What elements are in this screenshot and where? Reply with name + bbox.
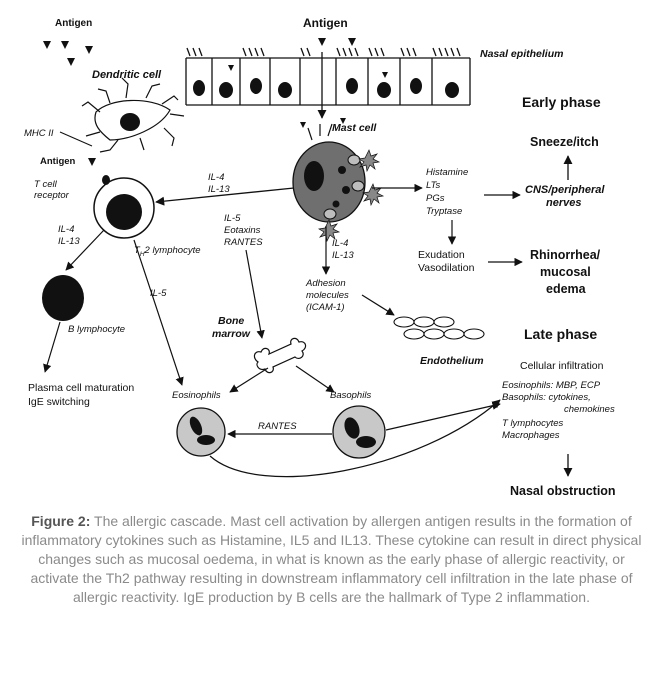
endothelium-label: Endothelium [420,355,484,367]
cns-label-2: nerves [546,197,581,209]
epithelium-nuclei [193,78,459,98]
dendritic-cell-label: Dendritic cell [92,69,162,81]
th2-to-b-arrow [65,229,105,271]
eosinophil-nucleus-2 [197,435,215,445]
adhesion-label-1: Adhesion [305,278,346,289]
antigen-label-top: Antigen [303,16,348,30]
eotaxins-label: Eotaxins [224,225,261,236]
mast-cell-label: Mast cell [332,122,377,134]
mediator-tryptase: Tryptase [426,206,462,217]
bone-marrow-label-1: Bone [218,315,244,327]
t-cell-receptor-label-1: T cell [34,179,58,190]
mediator-histamine: Histamine [426,167,468,178]
il4-top-label: IL-4 [208,172,224,183]
eosinophil-nucleus-1 [189,416,203,436]
caption-title: Figure 2: [31,513,91,529]
mast-nucleus [304,161,324,191]
late-item-basophils: Basophils: cytokines, [502,392,591,403]
mhc-ii-label: MHC II [24,128,54,139]
b-lymphocyte-label: B lymphocyte [68,324,125,335]
nasal-epithelium [185,47,471,106]
late-item-t-lymphocytes: T lymphocytes [502,418,563,429]
th2-label-rest: 2 lymphocyte [144,245,201,256]
adhesion-label-2: molecules [306,290,349,301]
rantes-mid-label: RANTES [224,237,263,248]
il5-left-label: IL-5 [150,288,167,299]
mhc-pointer [59,131,93,147]
rhinorrhea-label-1: Rhinorrhea/ [530,248,601,262]
il13-left-label: IL-13 [58,236,80,247]
rhinorrhea-label-3: edema [546,282,587,296]
basophil-nucleus-1 [344,417,360,439]
antigen-label-mid: Antigen [40,156,76,167]
antigen-triangle-mid [88,158,96,166]
vasodilation-label: Vasodilation [418,262,475,274]
bone-marrow-label-2: marrow [212,328,251,340]
il13-mid-label: IL-13 [332,250,354,261]
plasma-label-2: IgE switching [28,396,90,408]
plasma-label-1: Plasma cell maturation [28,382,134,394]
mediator-lts: LTs [426,180,441,191]
mast-cell-antigen-triangles [300,118,346,128]
th2-label: TH2 lymphocyte [134,245,201,258]
marrow-to-eosinophil-arrow [229,367,269,393]
dendritic-nucleus [120,113,140,131]
t-cell-receptor-label-2: receptor [34,190,70,201]
il5-mid-label: IL-5 [224,213,241,224]
rantes-to-marrow-arrow [245,249,265,339]
basophils-label: Basophils [330,390,371,401]
basophil-to-late-arrow [385,401,501,431]
mast-cell-receptors [307,123,333,141]
th2-to-eosinophil-arrow [133,239,184,386]
il4-left-label: IL-4 [58,224,74,235]
late-phase-heading: Late phase [524,326,597,342]
late-item-macrophages: Macrophages [502,430,560,441]
dendritic-cell [81,77,185,153]
th2-label-sub: H [140,251,145,258]
exudation-label: Exudation [418,249,465,261]
eosinophil-to-late-arrow [209,399,501,478]
mast-to-th2-arrow [155,187,295,206]
b-lymphocyte-cell [42,275,84,321]
antigen-label-left: Antigen [55,18,92,29]
cellular-infiltration-label: Cellular infiltration [520,360,604,372]
marrow-to-basophil-arrow [295,365,335,393]
degranulation-bursts [318,149,385,243]
adhesion-label-3: (ICAM-1) [306,302,345,313]
rhinorrhea-label-2: mucosal [540,265,591,279]
diagram-canvas: Antigen Antigen Nasal epithelium [24,16,616,498]
nasal-obstruction-label: Nasal obstruction [510,484,616,498]
late-item-chemokines: chemokines [564,404,615,415]
mast-granules [323,154,365,220]
caption-text: The allergic cascade. Mast cell activati… [21,513,642,605]
adhesion-to-endothelium-arrow [361,294,395,316]
b-to-plasma-arrow [43,321,61,373]
il4-mid-label: IL-4 [332,238,348,249]
sneeze-itch-label: Sneeze/itch [530,135,599,149]
il13-top-label: IL-13 [208,184,230,195]
antigen-triangles-left [43,41,93,66]
t-cell-receptor [102,175,110,185]
basophil-nucleus-2 [356,436,376,448]
cns-label-1: CNS/peripheral [525,184,605,196]
eosinophils-label: Eosinophils [172,390,221,401]
late-item-eosinophils: Eosinophils: MBP, ECP [502,380,601,391]
mediator-pgs: PGs [426,193,445,204]
antigen-triangles-top [318,38,356,46]
early-phase-heading: Early phase [522,94,601,110]
th2-nucleus [106,194,142,230]
epithelium-small-triangles [228,65,388,78]
figure-caption: Figure 2: The allergic cascade. Mast cel… [20,512,643,607]
bone-icon [253,337,307,374]
endothelium-cells [393,316,485,340]
nasal-epithelium-label: Nasal epithelium [480,48,563,60]
rantes-bottom-label: RANTES [258,421,297,432]
